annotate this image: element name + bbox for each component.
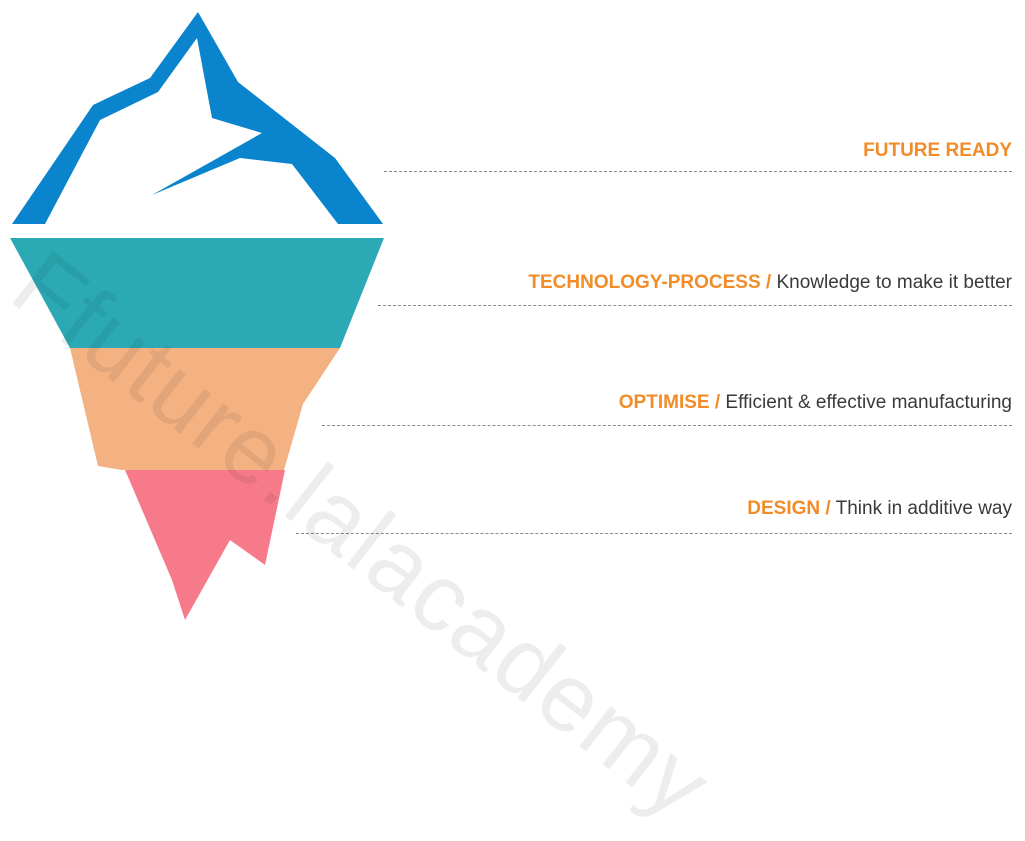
iceberg-band-pink <box>125 470 285 620</box>
level-design: DESIGN / Think in additive way <box>747 498 1012 520</box>
iceberg-illustration <box>10 12 384 620</box>
level-title: FUTURE READY <box>863 140 1012 161</box>
level-title: DESIGN <box>747 498 821 519</box>
level-separator: / <box>714 392 721 413</box>
level-description: Think in additive way <box>835 498 1012 519</box>
level-divider <box>296 533 1012 534</box>
iceberg-band-teal <box>10 238 384 348</box>
level-optimise: OPTIMISE / Efficient & effective manufac… <box>619 392 1012 414</box>
level-divider <box>322 425 1012 426</box>
level-title: OPTIMISE <box>618 392 710 413</box>
level-divider <box>378 305 1012 306</box>
iceberg-diagram: FUTURE READY TECHNOLOGY-PROCESS / Knowle… <box>0 12 1012 840</box>
iceberg-band-peach <box>70 348 340 470</box>
level-title: TECHNOLOGY-PROCESS <box>528 272 761 293</box>
iceberg-snow-cap <box>45 38 338 224</box>
level-description: Efficient & effective manufacturing <box>725 392 1012 413</box>
level-separator: / <box>765 272 772 293</box>
level-separator: / <box>825 498 831 519</box>
level-technology-process: TECHNOLOGY-PROCESS / Knowledge to make i… <box>528 272 1012 294</box>
level-divider <box>384 171 1012 172</box>
level-description: Knowledge to make it better <box>776 272 1012 293</box>
level-future-ready: FUTURE READY <box>863 140 1012 162</box>
